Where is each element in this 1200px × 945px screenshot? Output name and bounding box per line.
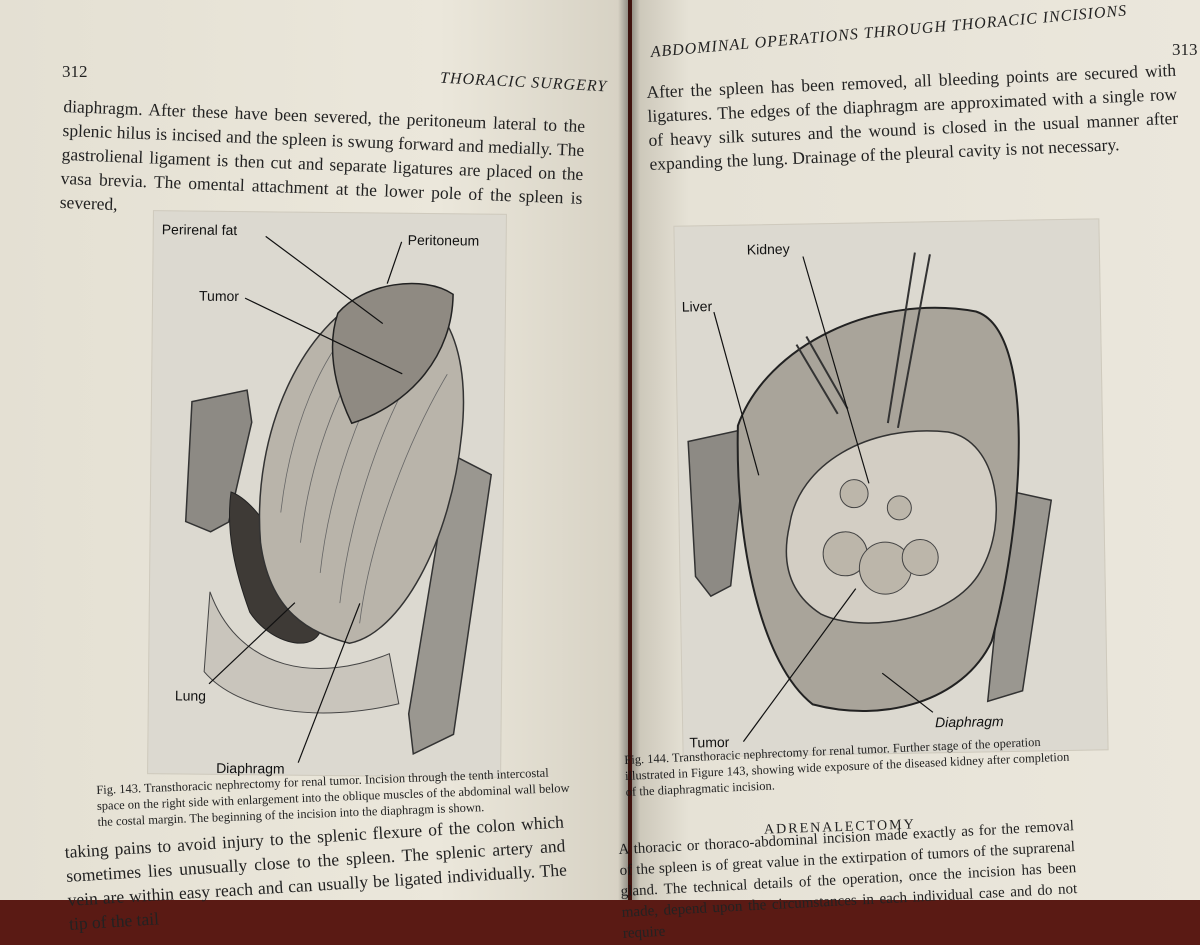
right-body-top: After the spleen has been removed, all b…	[646, 58, 1180, 176]
label-diaphragm-143: Diaphragm	[216, 759, 285, 777]
left-page: 312 THORACIC SURGERY diaphragm. After th…	[0, 0, 628, 934]
label-diaphragm-144: Diaphragm	[934, 713, 1004, 731]
page-number-right: 313	[1172, 40, 1198, 59]
paragraph: After the spleen has been removed, all b…	[646, 59, 1179, 174]
page-number-left: 312	[62, 62, 88, 81]
figure-143: Perirenal fat Peritoneum Tumor Lung Diap…	[147, 210, 507, 778]
right-body-bottom: A thoracic or thoraco-abdominal incision…	[618, 816, 1079, 945]
label-liver: Liver	[681, 298, 713, 315]
label-peritoneum: Peritoneum	[407, 231, 480, 249]
right-page: ABDOMINAL OPERATIONS THROUGH THORACIC IN…	[618, 0, 1200, 942]
running-head-right: ABDOMINAL OPERATIONS THROUGH THORACIC IN…	[650, 2, 1128, 61]
label-perirenal-fat: Perirenal fat	[161, 221, 238, 239]
label-tumor-143: Tumor	[198, 287, 240, 305]
paragraph: taking pains to avoid injury to the sple…	[64, 811, 568, 934]
label-lung: Lung	[174, 687, 207, 704]
running-head-left: THORACIC SURGERY	[439, 69, 608, 96]
figure-144-illustration	[687, 252, 1053, 742]
figure-143-illustration	[184, 235, 493, 763]
figure-144: Kidney Liver Tumor Diaphragm	[673, 218, 1109, 758]
book-gutter	[618, 0, 640, 900]
label-kidney: Kidney	[746, 240, 790, 258]
left-body-bottom: taking pains to avoid injury to the sple…	[64, 809, 569, 935]
paragraph: A thoracic or thoraco-abdominal incision…	[618, 818, 1078, 942]
